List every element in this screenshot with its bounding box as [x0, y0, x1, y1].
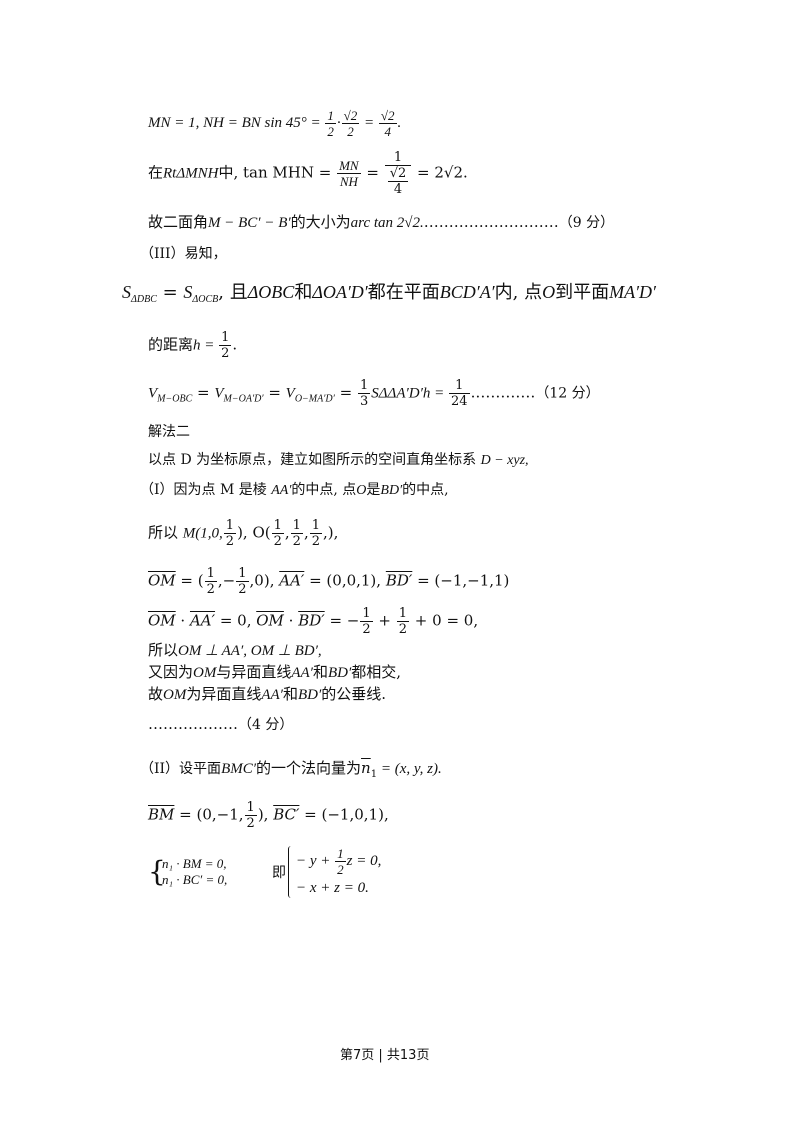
system-row-2: n₁ · BC′ = 0, [162, 872, 228, 887]
equation-2: − x + z = 0. [296, 880, 369, 896]
ji-label: 即 [272, 865, 286, 881]
common-perpendicular-conclusion: 故OM为异面直线AA′和BD′的公垂线. [148, 685, 387, 703]
part-i-statement: （I）因为点 M 是棱 AA′的中点, 点O是BD′的中点, [140, 482, 449, 498]
dihedral-angle-result: 故二面角M − BC′ − B′的大小为arc tan 2√2.……………………… [148, 213, 615, 231]
coordinate-setup: 以点 D 为坐标原点，建立如图所示的空间直角坐标系 D − xyz, [148, 452, 529, 468]
left-brace: { [148, 855, 166, 888]
intersect-statement: 又因为OM与异面直线AA′和BD′都相交, [148, 663, 402, 681]
right-brace [288, 846, 291, 898]
part-iii-heading: （III）易知， [140, 246, 227, 262]
equation-area-equal: SΔDBC = SΔOCB, 且ΔOBC和ΔOA′D′都在平面BCD′A′内, … [122, 282, 656, 305]
eq-part: MN = 1, NH = BN sin 45° = [148, 114, 325, 131]
page-footer: 第7页 | 共13页 [340, 1048, 430, 1063]
part-ii-statement: （II）设平面BMC′的一个法向量为n1 = (x, y, z). [140, 759, 442, 780]
score-4: ………………（4 分） [148, 715, 294, 733]
solution-two-heading: 解法二 [148, 424, 190, 440]
system-row-1: n₁ · BM = 0, [162, 856, 227, 871]
perpendicular-statement: 所以OM ⊥ AA′, OM ⊥ BD′, [148, 641, 322, 659]
